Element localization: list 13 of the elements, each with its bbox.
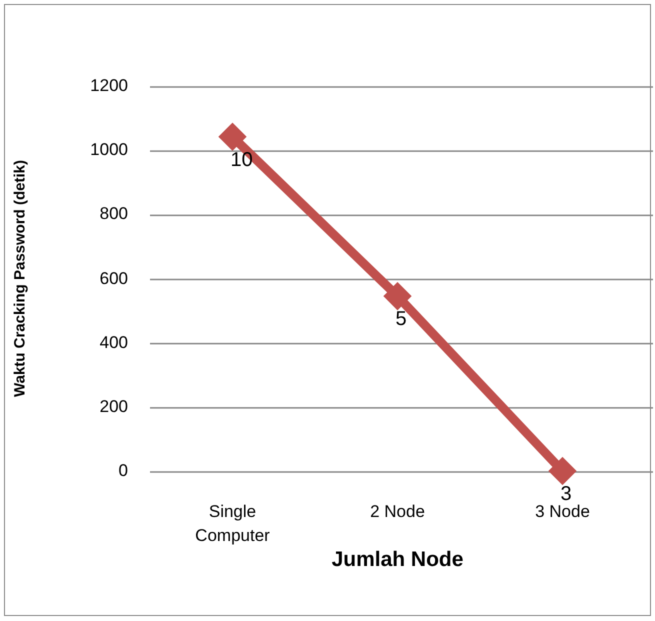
y-tick-label: 200 [100, 396, 128, 417]
y-tick-label: 0 [118, 461, 128, 481]
y-tick-label: 1200 [90, 76, 128, 96]
data-label: 10 [230, 148, 253, 172]
y-tick-label: 600 [100, 268, 128, 288]
x-axis-title: Jumlah Node [330, 548, 464, 572]
y-axis-title: Waktu Cracking Password (detik) [12, 158, 28, 399]
x-tick-label: Single Computer [194, 501, 271, 547]
y-tick-label: 1000 [90, 140, 128, 160]
y-tick-label: 400 [100, 332, 128, 353]
x-tick-label: 2 Node [369, 501, 426, 523]
y-tick-label: 800 [100, 204, 128, 224]
data-label: 5 [396, 308, 407, 332]
